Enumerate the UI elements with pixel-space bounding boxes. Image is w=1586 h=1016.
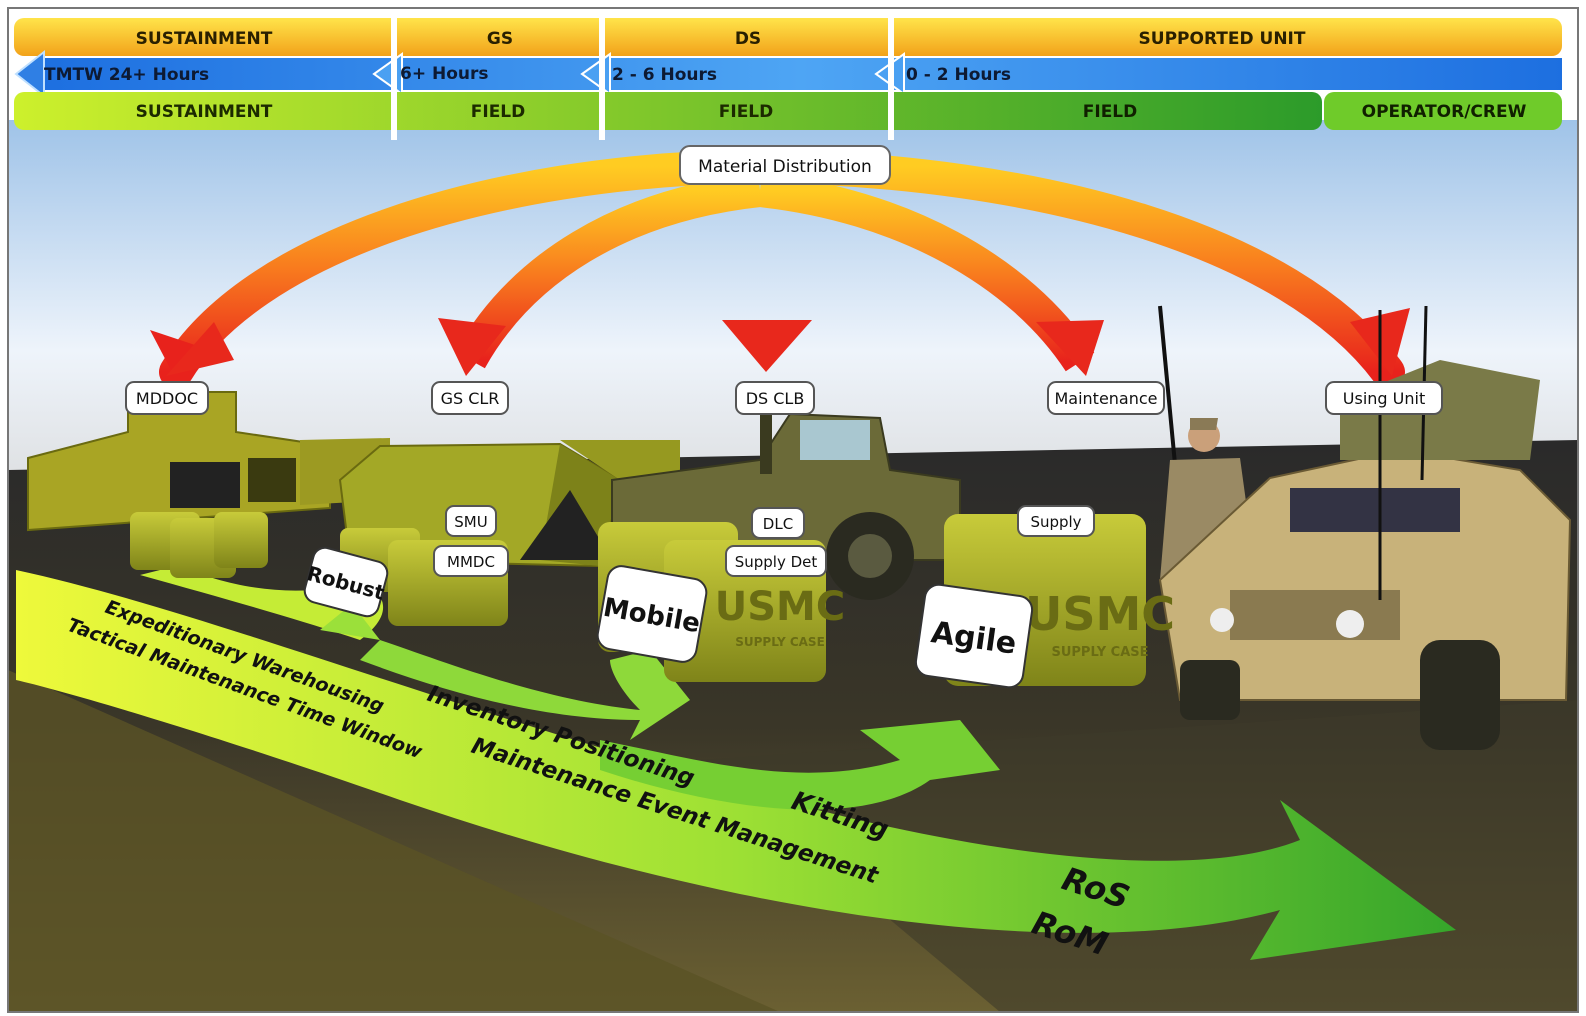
crate-text-supply-case-2: SUPPLY CASE: [1051, 645, 1148, 660]
sublabel-supply: Supply: [1030, 513, 1081, 531]
top-label-supported-unit: SUPPORTED UNIT: [1139, 29, 1306, 49]
node-label-gs-clr: GS CLR: [441, 389, 500, 408]
arrowhead-mddoc-2: [166, 322, 234, 376]
material-distribution-label: Material Distribution: [698, 157, 872, 177]
capability-tags: Robust Mobile Agile: [303, 546, 1034, 689]
time-band: [40, 58, 1562, 90]
bottom-label-field-gs: FIELD: [471, 102, 526, 122]
bottom-label-sustainment: SUSTAINMENT: [136, 102, 273, 122]
sublabel-supply-det: Supply Det: [735, 553, 818, 571]
flow-arrowhead-2: [360, 640, 690, 740]
field-band: [14, 92, 1322, 130]
node-label-maintenance: Maintenance: [1054, 389, 1157, 408]
bottom-label-operator-crew: OPERATOR/CREW: [1362, 102, 1527, 122]
flow-arrowhead-1: [320, 604, 380, 640]
divider: [599, 8, 605, 140]
time-label-0-2: 0 - 2 Hours: [906, 65, 1011, 85]
node-label-ds-clb: DS CLB: [746, 389, 805, 408]
bottom-label-field-unit: FIELD: [1083, 102, 1138, 122]
node-labels: MDDOC GS CLR DS CLB Maintenance Using Un…: [125, 381, 1443, 415]
divider: [888, 8, 894, 140]
divider: [391, 8, 397, 140]
flow-arrows: [16, 565, 1456, 960]
material-distribution-box: [679, 145, 891, 185]
arrowhead-maintenance: [1036, 320, 1104, 376]
frame-border: [7, 7, 1579, 1013]
bottom-label-field-ds: FIELD: [719, 102, 774, 122]
operator-band: [1324, 92, 1562, 130]
time-label-tmtw: TMTW 24+ Hours: [44, 65, 209, 85]
crates-mddoc: [130, 512, 268, 578]
crate-text-supply-case: SUPPLY CASE: [735, 635, 825, 649]
crate-text-usmc: USMC: [715, 584, 845, 630]
node-label-mddoc: MDDOC: [136, 389, 198, 408]
node-label-using-unit: Using Unit: [1343, 389, 1425, 408]
top-label-sustainment: SUSTAINMENT: [136, 29, 273, 49]
top-band: [14, 18, 1562, 56]
top-label-gs: GS: [487, 29, 513, 49]
time-label-2-6: 2 - 6 Hours: [612, 65, 717, 85]
crate-text-usmc-2: USMC: [1025, 587, 1175, 641]
arrowhead-gs-clr: [438, 318, 506, 376]
flow-arrowhead-3: [600, 720, 1000, 810]
arrowhead-ds-clb: [722, 320, 812, 372]
sublabel-mmdc: MMDC: [447, 553, 495, 571]
main-flow-arrow: [16, 570, 1456, 960]
sublabel-smu: SMU: [454, 513, 487, 531]
sublabel-dlc: DLC: [763, 515, 793, 533]
header: SUSTAINMENT GS DS SUPPORTED UNIT TMTW 24…: [14, 8, 1562, 140]
arrowhead-mddoc: [150, 330, 210, 372]
time-label-6plus: 6+ Hours: [400, 64, 489, 84]
mddoc-building: [27, 391, 390, 532]
sub-labels: SMU MMDC DLC Supply Det Supply: [433, 505, 1095, 577]
time-arrow-head-1: [14, 49, 45, 99]
top-label-ds: DS: [735, 29, 761, 49]
